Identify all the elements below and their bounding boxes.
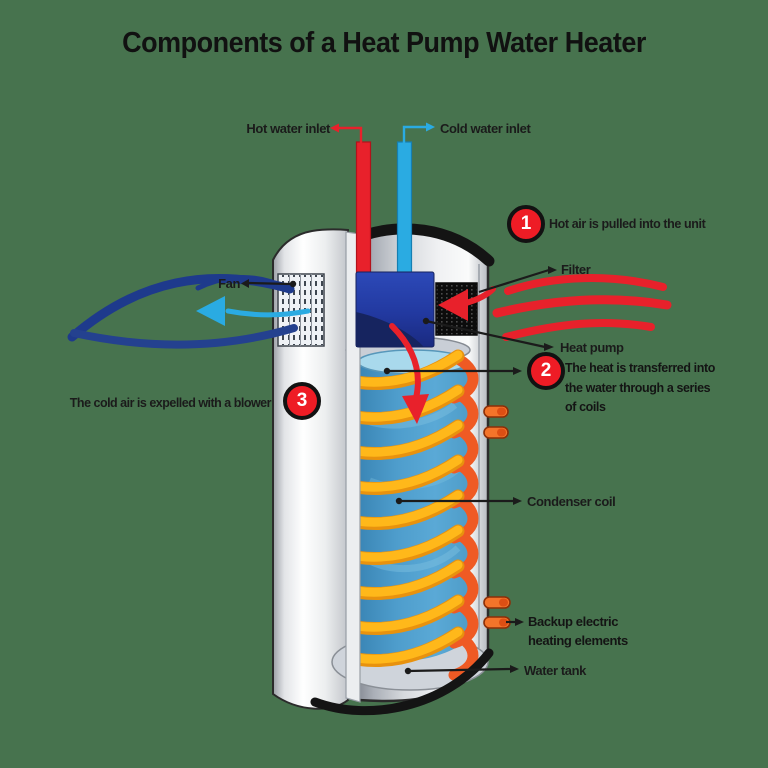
callout-2-text: The heat is transferred into the water t…	[565, 359, 715, 418]
backup-elements-line1: Backup electric	[528, 614, 619, 629]
callout-2-line3: of coils	[565, 400, 606, 414]
backup-heating-elements	[483, 405, 511, 629]
callout-2-badge: 2	[527, 352, 565, 390]
tank-bottom-rim	[310, 648, 494, 716]
fan-label: Fan	[218, 276, 240, 291]
hot-air-intake-arrow	[438, 286, 496, 321]
hot-water-pipe	[355, 141, 372, 279]
cutaway-edge	[345, 231, 361, 703]
callout-1-badge: 1	[507, 205, 545, 243]
hot-air-swooshes	[492, 274, 672, 341]
heat-transfer-arrow	[389, 323, 429, 424]
callout-3-badge: 3	[283, 382, 321, 420]
hot-water-inlet-label: Hot water inlet	[246, 121, 330, 136]
callout-3-text: The cold air is expelled with a blower	[69, 396, 272, 410]
callout-2-line2: the water through a series	[565, 380, 711, 395]
backup-elements-line2: heating elements	[528, 633, 628, 648]
cold-air-arrowhead	[196, 296, 225, 326]
diagram-title: Components of a Heat Pump Water Heater	[122, 27, 646, 59]
filter-grille	[435, 282, 478, 336]
filter-label: Filter	[561, 262, 591, 277]
cold-water-inlet-pointer	[402, 122, 435, 144]
condenser-coil-label: Condenser coil	[527, 494, 616, 509]
cold-water-pipe	[396, 141, 413, 279]
water-tank-label: Water tank	[524, 663, 586, 678]
backup-elements-label: Backup electric heating elements	[528, 612, 628, 650]
tank-outer-shell	[272, 228, 349, 710]
label-connectors	[241, 266, 557, 675]
callout-2-line1: The heat is transferred into	[565, 361, 715, 375]
cold-water-inlet-label: Cold water inlet	[440, 121, 531, 136]
cold-air-swooshes	[67, 273, 311, 349]
heat-pump-label: Heat pump	[560, 340, 624, 355]
hot-water-inlet-pointer	[330, 123, 363, 144]
heat-pump-unit	[355, 271, 435, 348]
condenser-coil-spiral	[358, 349, 479, 681]
callout-1-text: Hot air is pulled into the unit	[549, 217, 706, 231]
